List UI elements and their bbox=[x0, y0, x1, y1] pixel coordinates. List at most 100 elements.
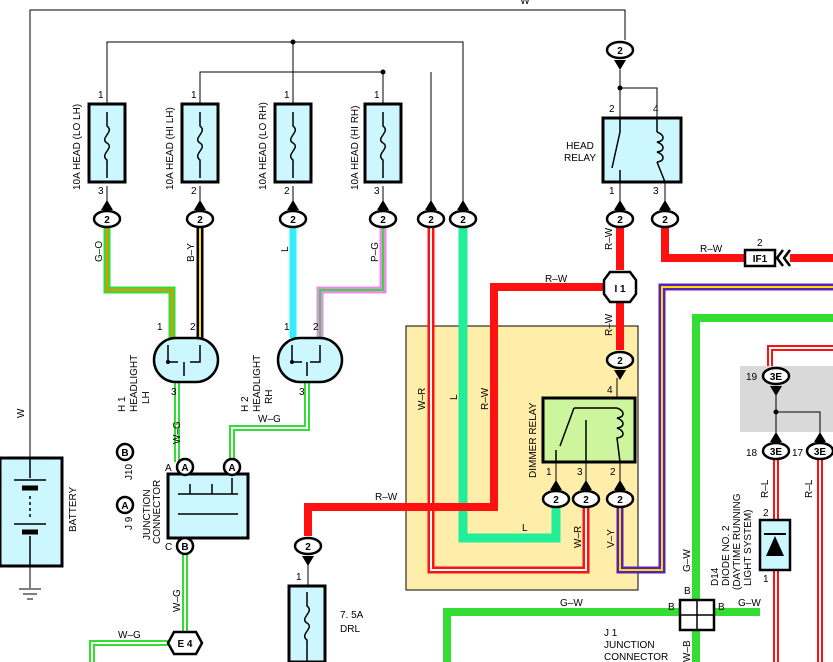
fuse-element-icon bbox=[104, 112, 110, 178]
junction-code: J 9 bbox=[124, 516, 135, 530]
connector-fuse-hi-lh: 2 bbox=[185, 200, 215, 229]
fuse-label: 10A HEAD (HI LH) bbox=[165, 107, 176, 190]
svg-text:3E: 3E bbox=[770, 372, 783, 383]
svg-text:2: 2 bbox=[197, 215, 203, 226]
relay-pin: 2 bbox=[610, 467, 616, 478]
battery-label: BATTERY bbox=[68, 486, 79, 532]
wire-label: W–G bbox=[118, 630, 141, 641]
svg-text:B: B bbox=[181, 542, 188, 553]
svg-text:2: 2 bbox=[583, 495, 589, 506]
connector-j10-marker: B bbox=[115, 442, 135, 462]
j1-pin: B bbox=[718, 602, 725, 613]
connector-fuse-hi-rh: 2 bbox=[368, 200, 398, 229]
wire-label-battery: W bbox=[16, 408, 27, 418]
relay-label: HEAD bbox=[566, 141, 594, 152]
headlight-pin: 2 bbox=[313, 322, 319, 333]
if1-pin: 2 bbox=[757, 238, 763, 249]
fuse-pin: 3 bbox=[374, 186, 380, 197]
j1-name: CONNECTOR bbox=[604, 652, 668, 662]
headlight-side: RH bbox=[264, 390, 275, 404]
relay-pin: 1 bbox=[609, 186, 615, 197]
fuse-pin: 1 bbox=[296, 572, 302, 583]
j1-name: JUNCTION bbox=[604, 640, 655, 651]
fuse-pin: 1 bbox=[284, 90, 290, 101]
wire-label: W–G bbox=[172, 421, 183, 444]
svg-text:E 4: E 4 bbox=[177, 639, 192, 650]
svg-text:2: 2 bbox=[617, 46, 623, 57]
wire-label: L bbox=[522, 523, 528, 534]
wire-g-o bbox=[103, 228, 176, 338]
fuse-pin: 2 bbox=[284, 186, 290, 197]
connector-dimmer-l: 2 bbox=[448, 200, 478, 229]
svg-text:3E: 3E bbox=[770, 447, 783, 458]
svg-text:2: 2 bbox=[662, 215, 668, 226]
connector-head-relay-3: 2 bbox=[650, 200, 680, 229]
wire-label: G–W bbox=[682, 549, 693, 572]
wire-l-dimmer bbox=[458, 228, 561, 543]
junction-pin: A bbox=[165, 463, 172, 474]
svg-text:IF1: IF1 bbox=[753, 254, 768, 265]
relay-pin: 1 bbox=[546, 467, 552, 478]
svg-text:2: 2 bbox=[617, 215, 623, 226]
junction-dots bbox=[166, 39, 779, 415]
wire-r-l bbox=[767, 345, 833, 662]
relay-pin: 2 bbox=[609, 104, 615, 115]
connector-3e-18: 3E bbox=[761, 432, 791, 461]
wire-v-y bbox=[616, 283, 833, 574]
wire-label: R–W bbox=[480, 387, 491, 410]
junction-connector-j1 bbox=[678, 598, 716, 632]
headlight-pin: 1 bbox=[157, 322, 163, 333]
battery bbox=[0, 456, 64, 568]
svg-text:2: 2 bbox=[428, 215, 434, 226]
connector-if1: IF1 bbox=[743, 248, 791, 268]
wire-label: R–W bbox=[700, 244, 723, 255]
connector-3e-19: 3E bbox=[761, 366, 791, 396]
headlight-name: HEADLIGHT bbox=[252, 355, 263, 412]
wire-label: L bbox=[280, 246, 291, 252]
j1-pin: B bbox=[684, 586, 691, 597]
connector-dimmer-1: 2 bbox=[541, 480, 571, 509]
svg-text:A: A bbox=[228, 463, 235, 474]
relay-pin: 4 bbox=[607, 385, 613, 396]
junction-name: CONNECTOR bbox=[152, 480, 163, 544]
junction-name: JUNCTION bbox=[142, 489, 153, 540]
connector-j9-marker: A bbox=[115, 495, 135, 515]
j1-pin: B bbox=[668, 602, 675, 613]
relay-label: RELAY bbox=[564, 153, 596, 164]
wire-label: W–R bbox=[417, 388, 428, 410]
fuse-pin: 1 bbox=[98, 90, 104, 101]
dimmer-label: DIMMER RELAY bbox=[528, 402, 539, 478]
headlight-name: HEADLIGHT bbox=[129, 355, 140, 412]
connector-3e-17: 3E bbox=[805, 432, 833, 461]
head-relay bbox=[601, 116, 683, 184]
headlight-code: H 2 bbox=[240, 396, 251, 412]
headlight-pin: 3 bbox=[171, 387, 177, 398]
wire-label: W–B bbox=[682, 640, 693, 662]
fuse-pin: 3 bbox=[98, 186, 104, 197]
svg-text:2: 2 bbox=[305, 542, 311, 553]
fuse-label: 10A HEAD (HI RH) bbox=[350, 106, 361, 190]
headlight-pin: 2 bbox=[190, 322, 196, 333]
connector-drl: 2 bbox=[293, 536, 323, 566]
fuse-label: 10A HEAD (LO RH) bbox=[258, 102, 269, 190]
svg-text:2: 2 bbox=[290, 215, 296, 226]
dimmer-relay bbox=[541, 396, 637, 464]
svg-text:3E: 3E bbox=[814, 447, 827, 458]
wire-r-w bbox=[304, 228, 833, 536]
junction-connector-j9-j10 bbox=[166, 472, 250, 540]
fuse-element-icon bbox=[197, 112, 203, 178]
thin-wires bbox=[19, 9, 821, 600]
connector-junction-a2: A bbox=[222, 457, 242, 477]
connector-head-relay-top: 2 bbox=[605, 40, 635, 70]
connector-fuse-lo-lh: 2 bbox=[92, 200, 122, 229]
fuse-element-icon bbox=[304, 592, 310, 662]
wire-g-w bbox=[443, 314, 833, 662]
wire-label: V–Y bbox=[606, 529, 617, 548]
block-pin: 17 bbox=[792, 448, 804, 459]
diode-code: D14 bbox=[710, 567, 721, 586]
block-pin: 19 bbox=[746, 372, 758, 383]
connector-dimmer-3: 2 bbox=[571, 480, 601, 509]
wire-w-r bbox=[427, 228, 590, 574]
connector-dimmer-wr: 2 bbox=[416, 200, 446, 229]
svg-text:2: 2 bbox=[380, 215, 386, 226]
